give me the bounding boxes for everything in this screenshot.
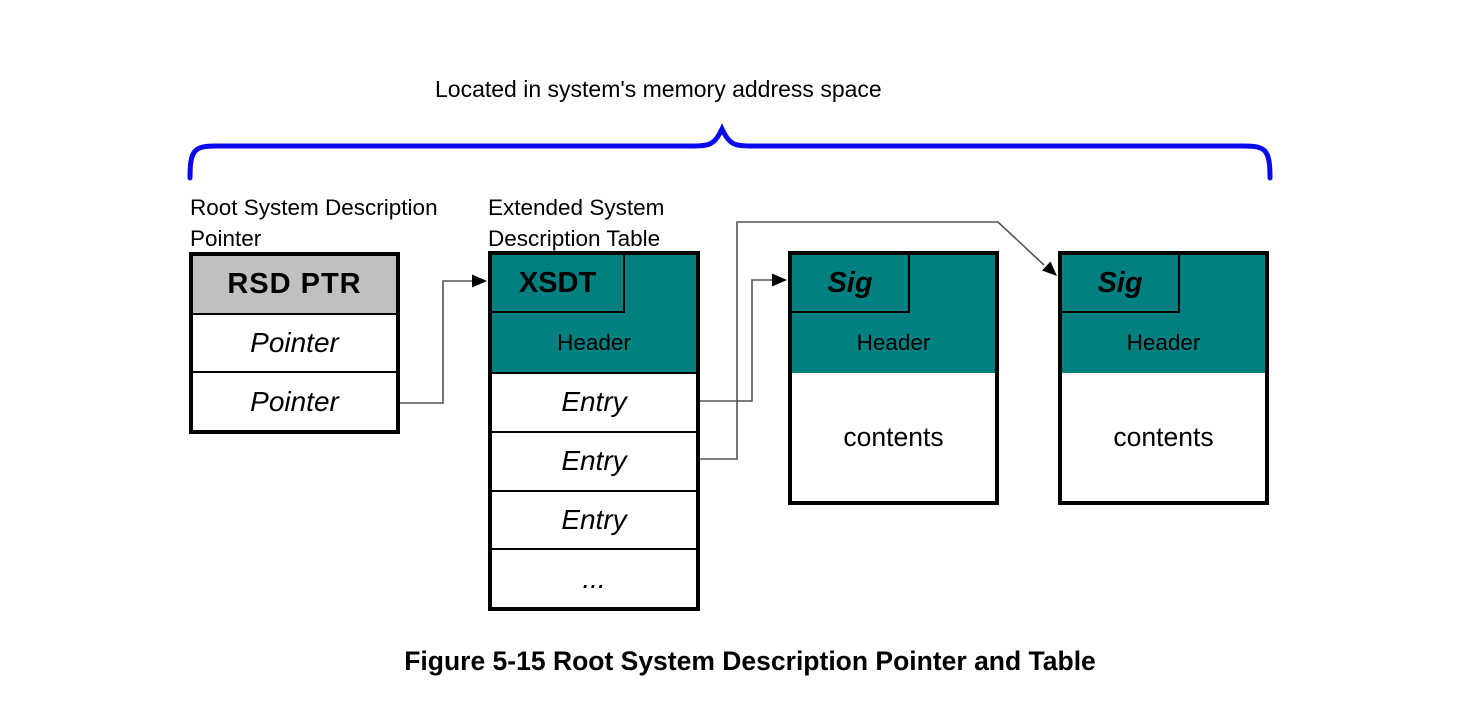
sig1-header-label: Header [856, 330, 931, 355]
rsdp-table: RSD PTR Pointer Pointer [189, 252, 400, 434]
sig1-header-region: Sig Header [792, 255, 995, 373]
rsdp-header-cell: RSD PTR [193, 256, 396, 313]
rsdp-box-label: Root System Description Pointer [190, 195, 438, 251]
memory-space-label: Located in system's memory address space [435, 76, 882, 102]
sig1-signature-cell: Sig [792, 255, 910, 313]
sig-table-2: Sig Header contents [1058, 251, 1269, 505]
memory-space-brace [187, 123, 1273, 181]
xsdt-entry-cell-3: Entry [492, 489, 696, 549]
figure-caption: Figure 5-15 Root System Description Poin… [404, 646, 1096, 676]
sig2-header-region: Sig Header [1062, 255, 1265, 373]
connector-entry1-to-sig1 [697, 279, 774, 402]
sig2-header-label: Header [1126, 330, 1201, 355]
sig1-contents-cell: contents [843, 421, 944, 452]
sig2-signature-cell: Sig [1062, 255, 1180, 313]
sig-table-1: Sig Header contents [788, 251, 999, 505]
rsdp-pointer-cell-2: Pointer [193, 371, 396, 431]
sig2-contents-cell: contents [1113, 421, 1214, 452]
rsdp-pointer-cell-1: Pointer [193, 312, 396, 372]
arrowhead-rsdp-to-xsdt [472, 274, 487, 288]
xsdt-header-label: Header [557, 329, 631, 355]
connector-rsdp-to-xsdt [400, 280, 474, 404]
xsdt-box-label: Extended System Description Table [488, 195, 665, 251]
xsdt-entry-cell-2: Entry [492, 430, 696, 490]
xsdt-entry-cell-1: Entry [492, 372, 696, 431]
xsdt-header-region: XSDT Header [492, 255, 696, 372]
xsdt-table: XSDT Header Entry Entry Entry ... [488, 251, 700, 611]
arrowhead-entry2-to-sig2 [1042, 261, 1057, 276]
xsdt-ellipsis-cell: ... [492, 548, 696, 607]
connector-entry2-to-sig2 [697, 221, 1045, 460]
arrowhead-entry1-to-sig1 [772, 273, 787, 287]
xsdt-signature-cell: XSDT [492, 255, 625, 313]
